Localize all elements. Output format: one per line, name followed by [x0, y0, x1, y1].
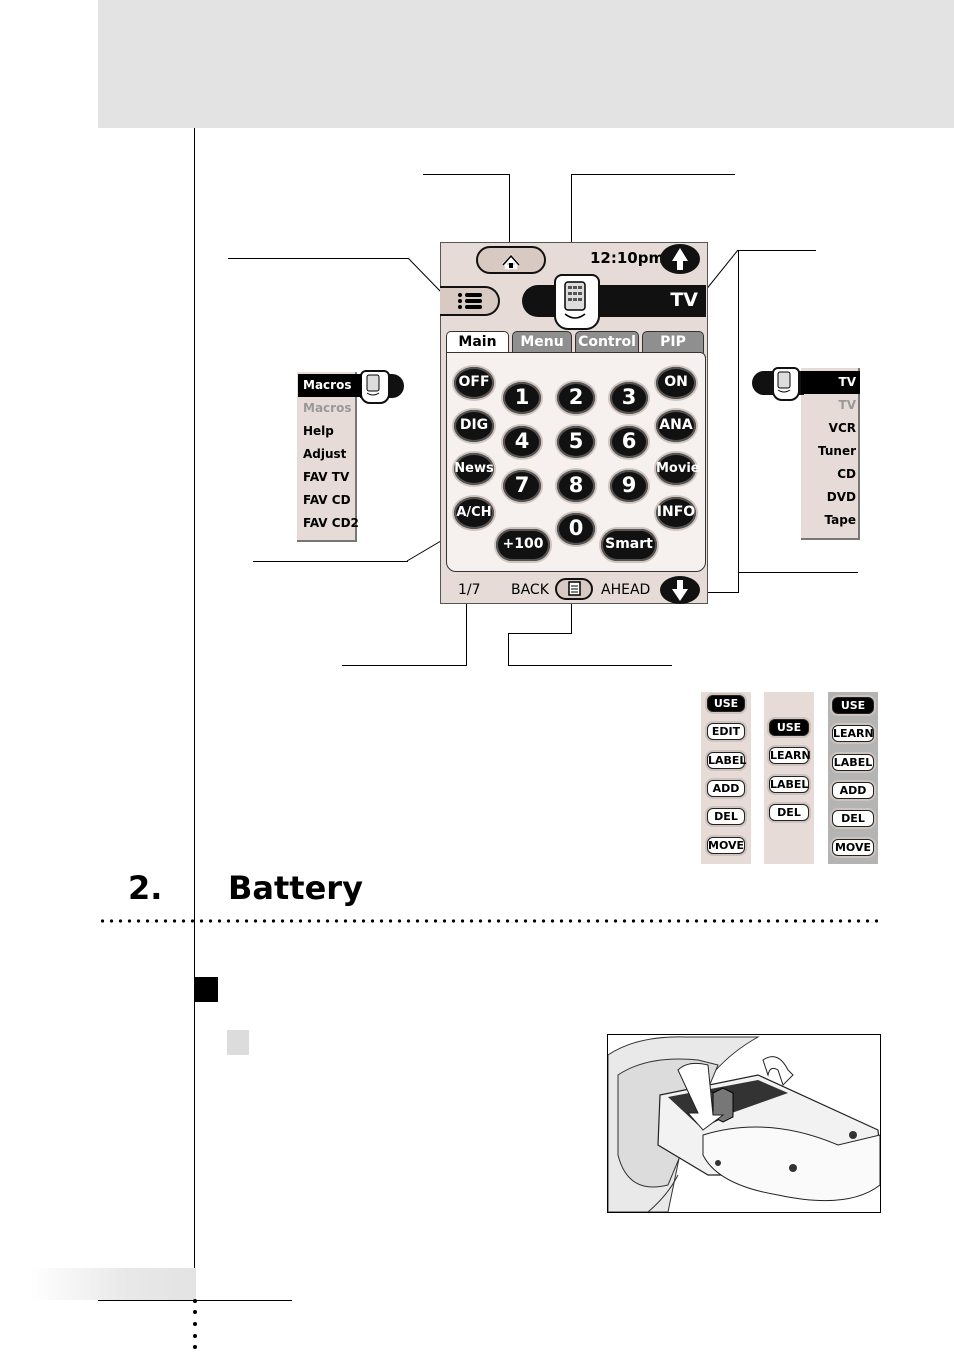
digit-8-button[interactable]: 8 — [557, 470, 595, 502]
macros-title[interactable]: Macros — [298, 374, 362, 397]
page-indicator: 1/7 — [458, 582, 481, 598]
use-button[interactable]: USE — [832, 697, 874, 714]
device-item[interactable]: Tuner — [817, 444, 856, 458]
digit-2-button[interactable]: 2 — [557, 382, 595, 414]
devices-title[interactable]: TV — [801, 371, 860, 394]
device-button[interactable] — [554, 274, 600, 330]
move-button[interactable]: MOVE — [707, 837, 745, 854]
info-button[interactable]: INFO — [656, 497, 696, 529]
news-button[interactable]: News — [454, 453, 494, 485]
section-number: 2. — [128, 869, 163, 907]
tab-control[interactable]: Control — [575, 331, 639, 353]
digit-9-button[interactable]: 9 — [610, 470, 648, 502]
digit-4-button[interactable]: 4 — [503, 426, 541, 458]
page-menu-button[interactable] — [555, 578, 593, 600]
devices-panel — [801, 368, 860, 540]
device-item[interactable]: DVD — [826, 490, 856, 504]
movie-button[interactable]: Movie — [656, 453, 700, 485]
ahead-button[interactable]: AHEAD — [601, 582, 651, 598]
home-button[interactable] — [476, 246, 546, 274]
mode-column-1 — [701, 692, 751, 864]
back-button[interactable]: BACK — [511, 582, 549, 598]
list-icon — [458, 293, 482, 309]
macros-item[interactable]: Adjust — [303, 447, 347, 461]
edit-button[interactable]: EDIT — [707, 723, 745, 740]
add-button[interactable]: ADD — [707, 780, 745, 797]
down-arrow-icon — [672, 580, 688, 601]
off-button[interactable]: OFF — [454, 367, 494, 399]
digit-5-button[interactable]: 5 — [557, 426, 595, 458]
section-title: Battery — [228, 869, 363, 907]
digit-6-button[interactable]: 6 — [610, 426, 648, 458]
label-button[interactable]: LABEL — [832, 754, 874, 771]
digit-1-button[interactable]: 1 — [503, 382, 541, 414]
plus100-button[interactable]: +100 — [496, 529, 550, 561]
digit-0-button[interactable]: 0 — [557, 513, 595, 545]
move-button[interactable]: MOVE — [832, 839, 874, 856]
macros-item[interactable]: Help — [303, 424, 334, 438]
battery-photo — [607, 1034, 881, 1213]
scroll-up-button[interactable] — [660, 244, 700, 274]
del-button[interactable]: DEL — [832, 810, 874, 827]
step-marker — [195, 977, 218, 1002]
substep-marker — [227, 1030, 249, 1055]
tab-menu[interactable]: Menu — [512, 331, 572, 353]
on-button[interactable]: ON — [656, 367, 696, 399]
label-button[interactable]: LABEL — [769, 776, 809, 793]
device-item[interactable]: Tape — [824, 513, 856, 527]
macros-panel — [297, 372, 357, 542]
label-button[interactable]: LABEL — [707, 752, 747, 769]
menu-button[interactable] — [440, 286, 500, 316]
footer-band — [30, 1268, 196, 1300]
device-item[interactable]: VCR — [828, 421, 856, 435]
tab-main[interactable]: Main — [446, 331, 509, 353]
device-bar[interactable]: TV — [522, 285, 706, 317]
macros-remote-icon — [360, 370, 390, 404]
del-button[interactable]: DEL — [769, 804, 809, 821]
macros-item[interactable]: FAV CD — [303, 493, 351, 507]
add-button[interactable]: ADD — [832, 782, 874, 799]
clock: 12:10pm — [590, 249, 665, 267]
use-button[interactable]: USE — [707, 695, 745, 712]
device-item[interactable]: TV — [838, 398, 856, 412]
macros-item[interactable]: Macros — [303, 401, 352, 415]
tab-pip[interactable]: PIP — [642, 331, 704, 353]
ach-button[interactable]: A/CH — [454, 497, 494, 529]
learn-button[interactable]: LEARN — [832, 725, 874, 742]
remote-icon — [564, 281, 586, 319]
page-icon — [568, 581, 581, 596]
macros-item[interactable]: FAV CD2 — [303, 516, 359, 530]
smart-button[interactable]: Smart — [601, 529, 657, 561]
header-band — [98, 0, 954, 128]
margin-line — [194, 128, 195, 1303]
device-item[interactable]: CD — [837, 467, 856, 481]
home-icon — [502, 254, 520, 270]
up-arrow-icon — [672, 248, 688, 270]
digit-7-button[interactable]: 7 — [503, 470, 541, 502]
learn-button[interactable]: LEARN — [769, 747, 811, 764]
scroll-down-button[interactable] — [660, 576, 700, 604]
section-divider — [98, 919, 882, 923]
dig-button[interactable]: DIG — [454, 410, 494, 442]
ana-button[interactable]: ANA — [656, 410, 696, 442]
del-button[interactable]: DEL — [707, 808, 745, 825]
device-label: TV — [670, 289, 698, 311]
digit-3-button[interactable]: 3 — [610, 382, 648, 414]
devices-remote-icon — [772, 367, 800, 401]
macros-item[interactable]: FAV TV — [303, 470, 350, 484]
use-button[interactable]: USE — [769, 719, 809, 736]
mode-column-3 — [828, 692, 878, 864]
